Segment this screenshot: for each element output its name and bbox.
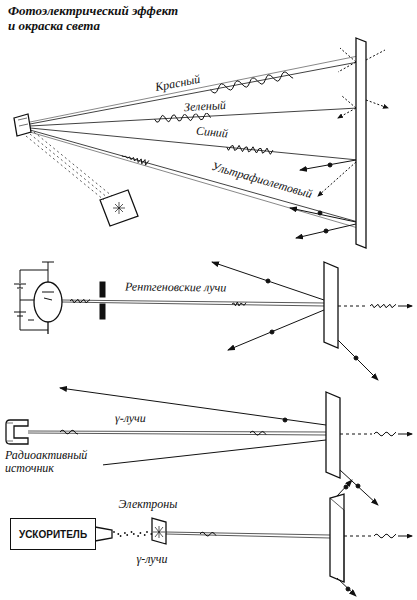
wave-ray (370, 304, 396, 307)
wave-ray (60, 430, 78, 434)
electron-dot (124, 532, 126, 534)
ray-label: Зеленый (182, 99, 229, 115)
electron-dot (146, 531, 148, 533)
electron-dot (144, 534, 146, 536)
ray-label: γ-лучи (113, 412, 148, 425)
electron-dot (150, 533, 152, 535)
source-label: Радиоактивный источник (3, 449, 103, 475)
wave-ray (70, 299, 90, 303)
ray-label: Рентгеновские лучи (123, 281, 228, 295)
electron-dot (137, 535, 139, 537)
ray-label: Красный (153, 73, 204, 95)
ray-label: Электроны (117, 498, 180, 511)
electron-dot (113, 531, 115, 533)
ray-label: Синий (193, 125, 230, 142)
electron-dot (120, 535, 122, 537)
electron-dot (117, 533, 119, 535)
electron-dot (131, 531, 133, 533)
wave-ray (374, 432, 396, 436)
wave-ray (122, 156, 149, 165)
box-text: УСКОРИТЕЛЬ (19, 529, 87, 540)
accelerator-box: УСКОРИТЕЛЬ (10, 518, 96, 550)
wave-ray (250, 431, 266, 435)
wave-ray (200, 532, 216, 536)
electron-dot (126, 534, 128, 536)
wave-ray (374, 534, 396, 538)
electron-dot (140, 532, 142, 534)
ray-label: Ультрафиолетовый (208, 160, 315, 202)
electron-dot (133, 533, 135, 535)
figure-title: Фотоэлектрический эффект и окраска света (8, 4, 188, 34)
wave-ray (210, 72, 293, 93)
ray-label: γ-лучи (135, 553, 170, 566)
wave-ray (227, 145, 273, 154)
wave-ray (232, 302, 246, 306)
